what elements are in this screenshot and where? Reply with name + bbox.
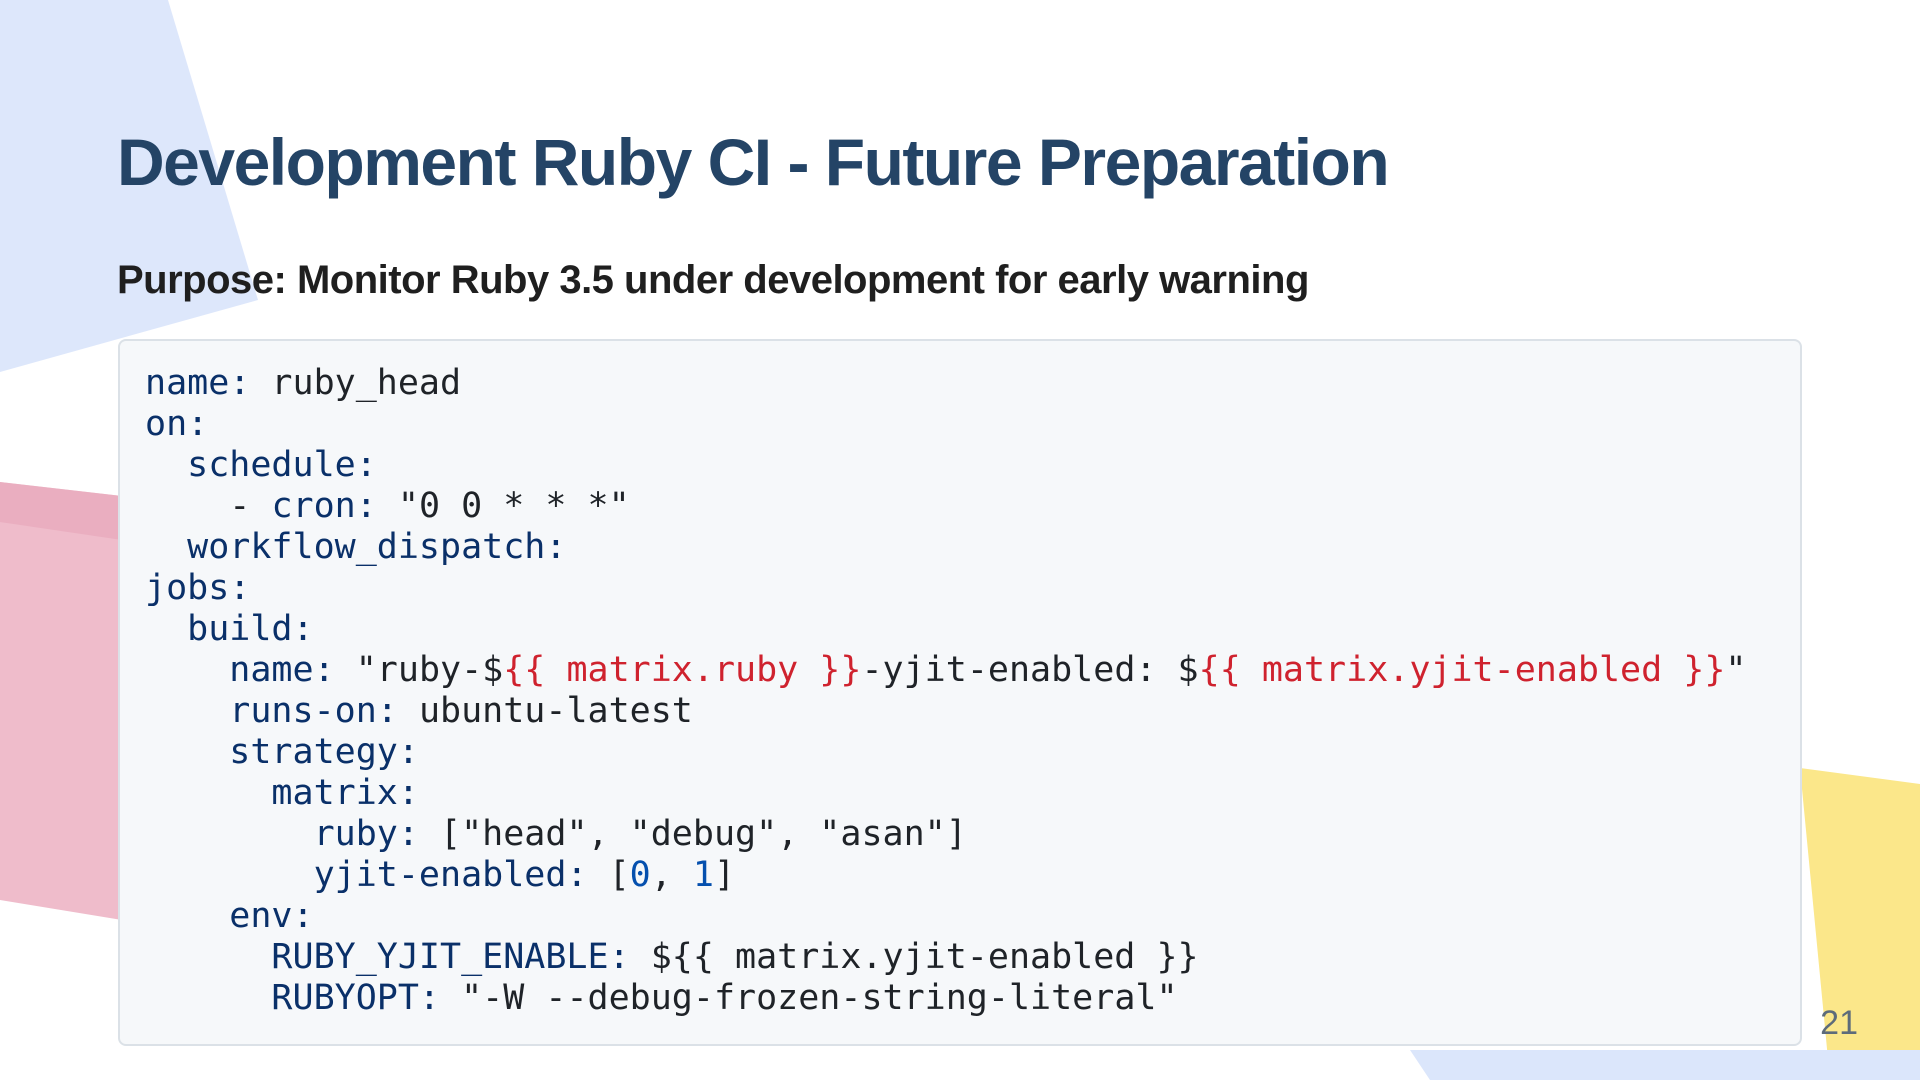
code-line: ruby: ["head", "debug", "asan"] <box>145 814 1800 855</box>
page-number: 21 <box>1820 1004 1858 1042</box>
code-token-key: env: <box>145 896 314 936</box>
code-token-str: " <box>1725 650 1747 690</box>
code-line: build: <box>145 609 1800 650</box>
pink-decor-shape-dark <box>0 482 122 540</box>
code-line: runs-on: ubuntu-latest <box>145 691 1800 732</box>
blue-decor-shape-bottom <box>1410 1050 1920 1080</box>
code-token-str: ubuntu-latest <box>397 691 693 731</box>
code-line: - cron: "0 0 * * *" <box>145 486 1800 527</box>
code-token-key: ruby: <box>145 814 419 854</box>
code-token-key: RUBY_YJIT_ENABLE: <box>145 937 630 977</box>
blue-decor-shape <box>0 0 258 372</box>
code-token-key: workflow_dispatch: <box>145 527 567 567</box>
code-token-str: [ <box>587 855 630 895</box>
code-token-key: name: <box>145 363 251 403</box>
code-token-str: "ruby-$ <box>334 650 504 690</box>
code-line: matrix: <box>145 773 1800 814</box>
code-token-num: 1 <box>692 855 714 895</box>
code-line: RUBY_YJIT_ENABLE: ${{ matrix.yjit-enable… <box>145 937 1800 978</box>
code-token-key: RUBYOPT: <box>145 978 441 1018</box>
code-line: on: <box>145 404 1800 445</box>
code-line: yjit-enabled: [0, 1] <box>145 855 1800 896</box>
code-line: schedule: <box>145 445 1800 486</box>
code-token-key: cron: <box>271 486 377 526</box>
code-token-key: schedule: <box>145 445 377 485</box>
code-token-str: , <box>650 855 693 895</box>
code-token-key: yjit-enabled: <box>145 855 588 895</box>
pink-decor-shape <box>0 482 122 920</box>
code-token-str: ] <box>713 855 736 895</box>
code-token-str: ruby_head <box>250 363 462 403</box>
code-line: strategy: <box>145 732 1800 773</box>
code-line: name: "ruby-${{ matrix.ruby }}-yjit-enab… <box>145 650 1800 691</box>
slide-title: Development Ruby CI - Future Preparation <box>117 125 1390 199</box>
code-line: name: ruby_head <box>145 363 1800 404</box>
code-token-key: build: <box>145 609 314 649</box>
code-token-str: - <box>145 486 272 526</box>
code-token-key: strategy: <box>145 732 419 772</box>
code-token-num: 0 <box>629 855 651 895</box>
yellow-decor-shape <box>1800 768 1920 1080</box>
code-line: workflow_dispatch: <box>145 527 1800 568</box>
code-token-expr: {{ matrix.yjit-enabled }} <box>1198 650 1726 690</box>
code-token-expr: {{ matrix.ruby }} <box>503 650 862 690</box>
code-line: RUBYOPT: "-W --debug-frozen-string-liter… <box>145 978 1800 1019</box>
code-token-str: "-W --debug-frozen-string-literal" <box>440 978 1178 1018</box>
code-token-key: runs-on: <box>145 691 398 731</box>
code-token-str: "0 0 * * *" <box>376 486 630 526</box>
code-token-str: ["head", "debug", "asan"] <box>418 814 967 854</box>
code-line: env: <box>145 896 1800 937</box>
code-line: jobs: <box>145 568 1800 609</box>
code-token-key: matrix: <box>145 773 419 813</box>
code-token-key: jobs: <box>145 568 251 608</box>
code-token-key: name: <box>145 650 335 690</box>
code-token-str: -yjit-enabled: $ <box>861 650 1199 690</box>
code-token-key: on: <box>145 404 209 444</box>
code-token-str: ${{ matrix.yjit-enabled }} <box>629 937 1199 977</box>
slide-subtitle: Purpose: Monitor Ruby 3.5 under developm… <box>117 258 1309 302</box>
